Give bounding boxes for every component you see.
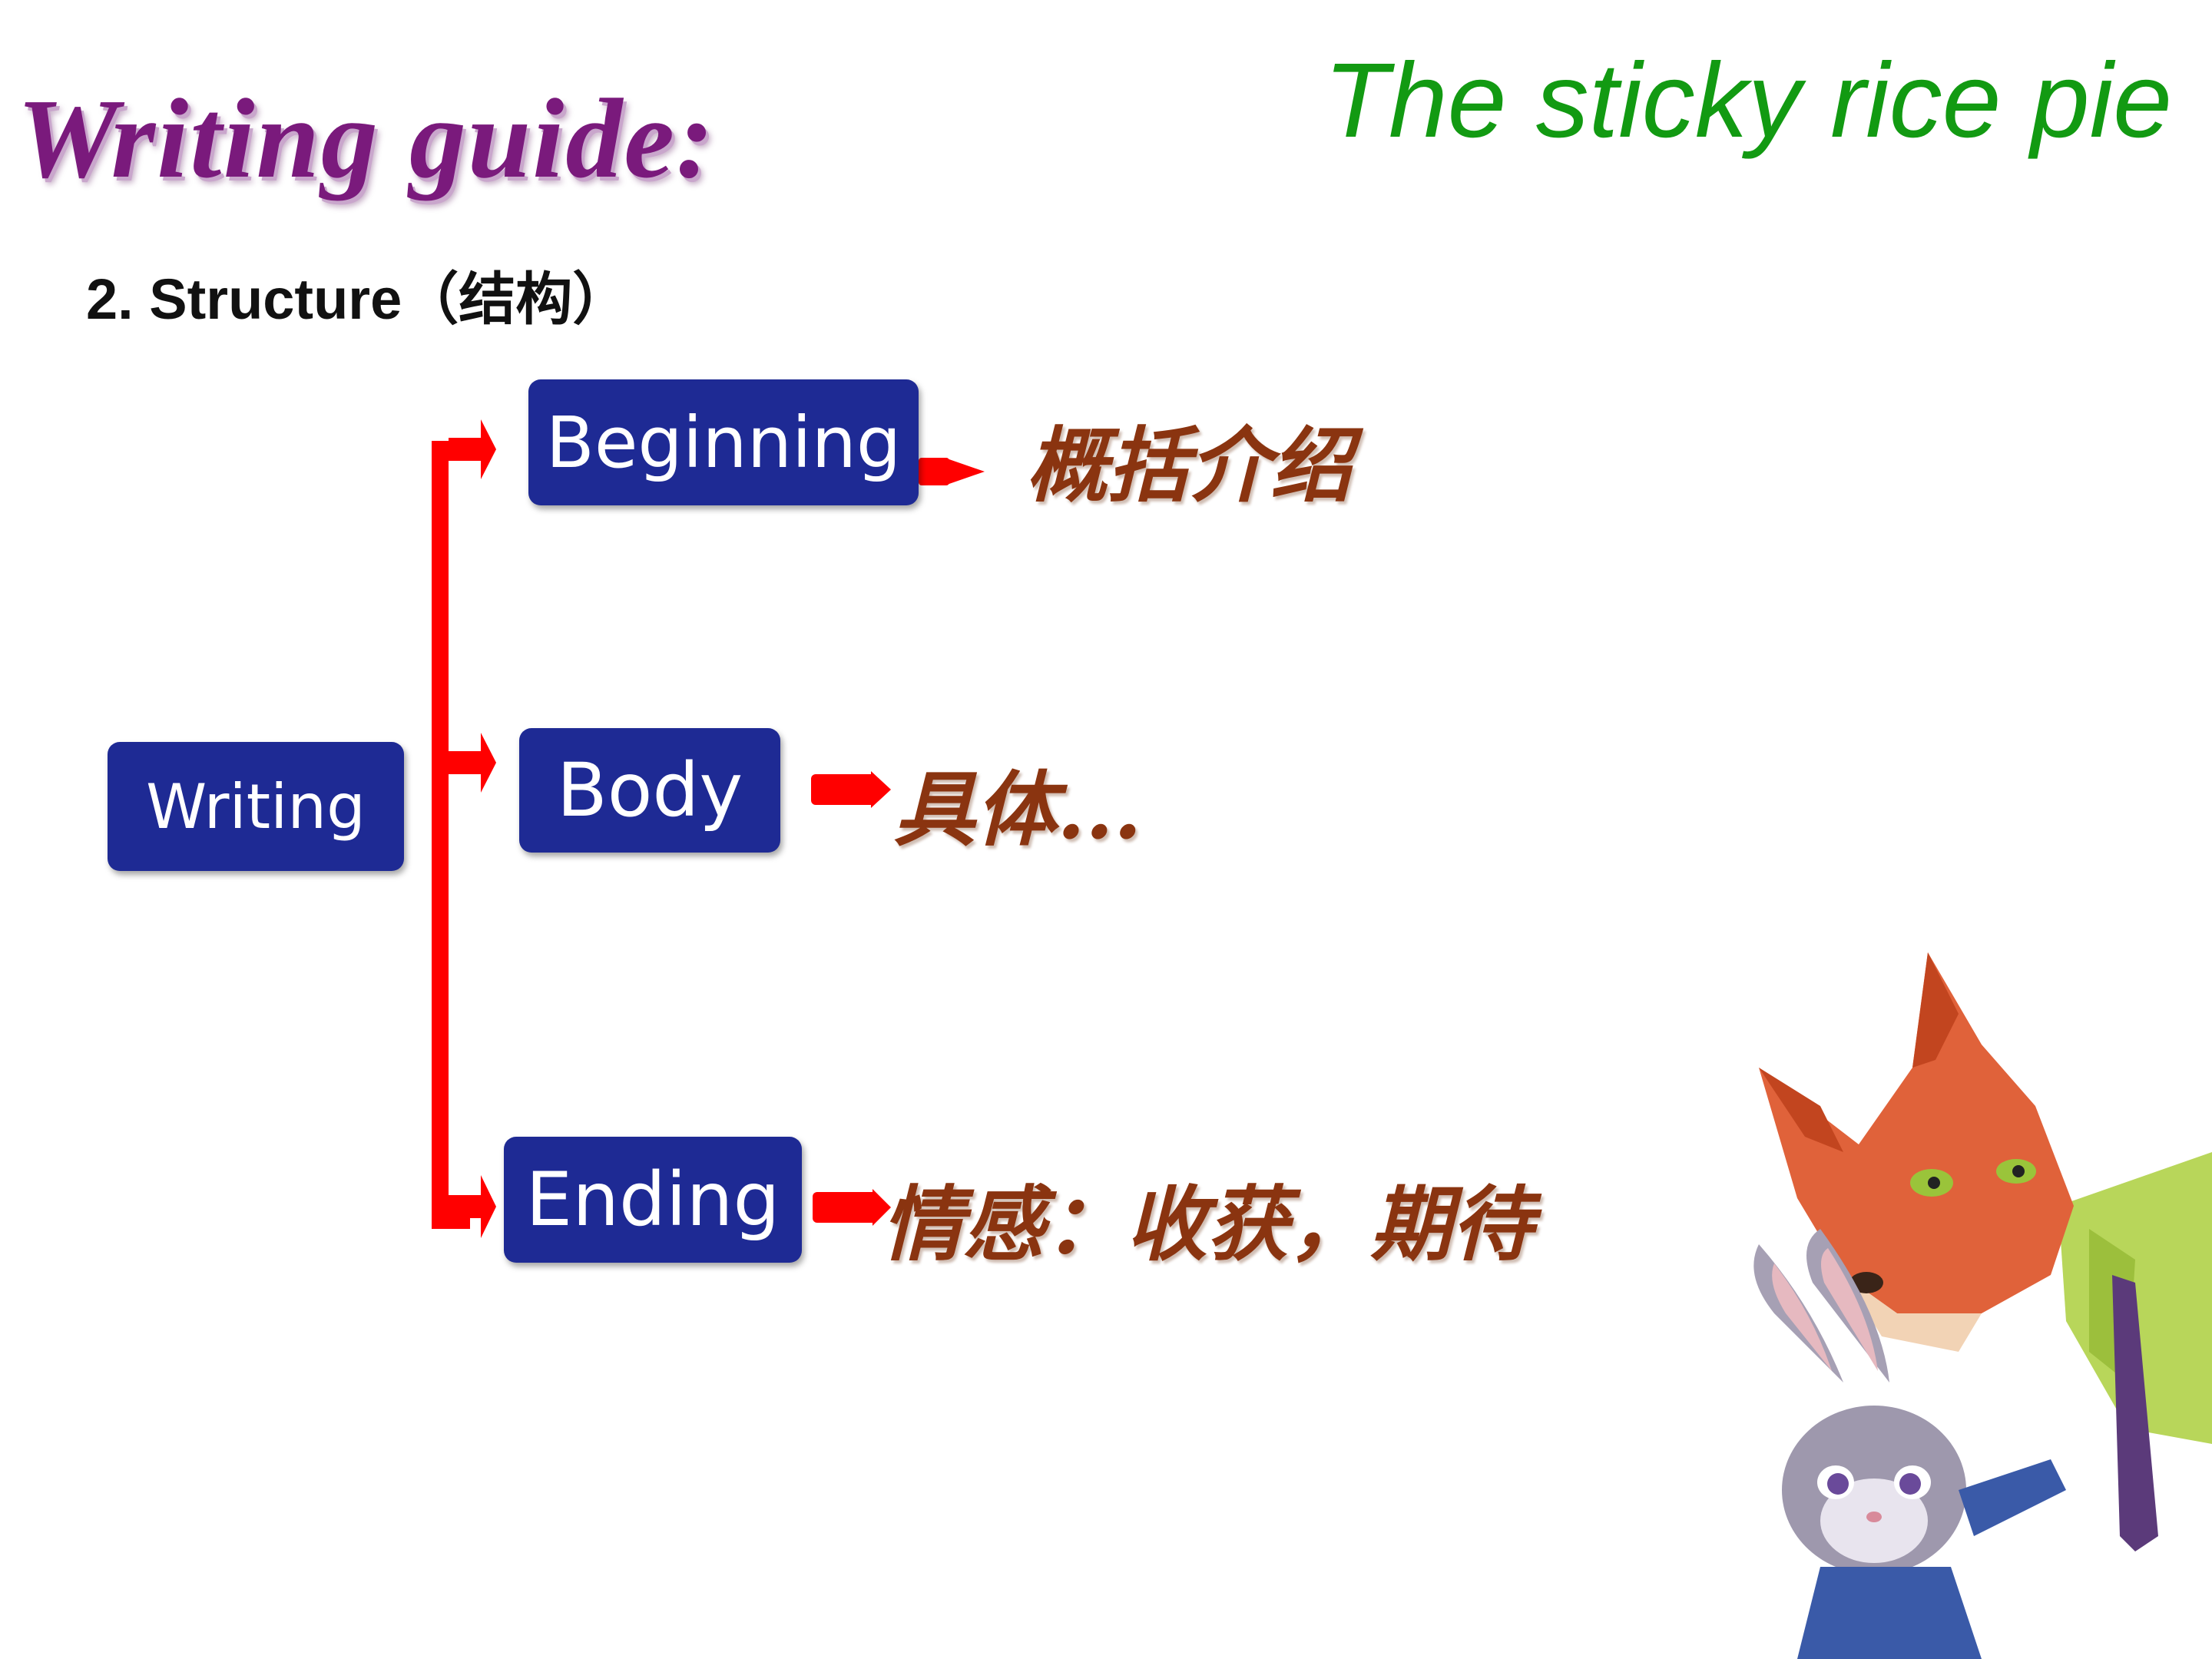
arrow-to-ending <box>449 1175 496 1238</box>
arrow-to-body <box>449 733 496 793</box>
arrow-ending-note <box>813 1189 891 1226</box>
branch-box-beginning: Beginning <box>528 379 919 505</box>
branch-box-ending: Ending <box>504 1137 802 1263</box>
spine-line <box>432 441 449 1229</box>
note-beginning: 概括介绍 <box>1026 417 1352 513</box>
root-box-writing: Writing <box>108 742 404 871</box>
rabbit-icon <box>1753 1229 2066 1659</box>
fox-rabbit-illustration <box>1753 952 2212 1659</box>
fox-icon <box>1759 952 2212 1551</box>
guide-title: Writing guide: <box>17 76 716 202</box>
topic-title: The sticky rice pie <box>1323 41 2172 160</box>
branch-box-body: Body <box>519 728 780 853</box>
arrow-beginning-note <box>919 458 985 485</box>
note-body: 具体... <box>894 761 1142 857</box>
arrow-to-beginning <box>449 419 496 479</box>
arrow-body-note <box>811 771 891 808</box>
note-ending: 情感：收获，期待 <box>882 1176 1533 1272</box>
section-label: 2. Structure（结构） <box>86 267 630 331</box>
